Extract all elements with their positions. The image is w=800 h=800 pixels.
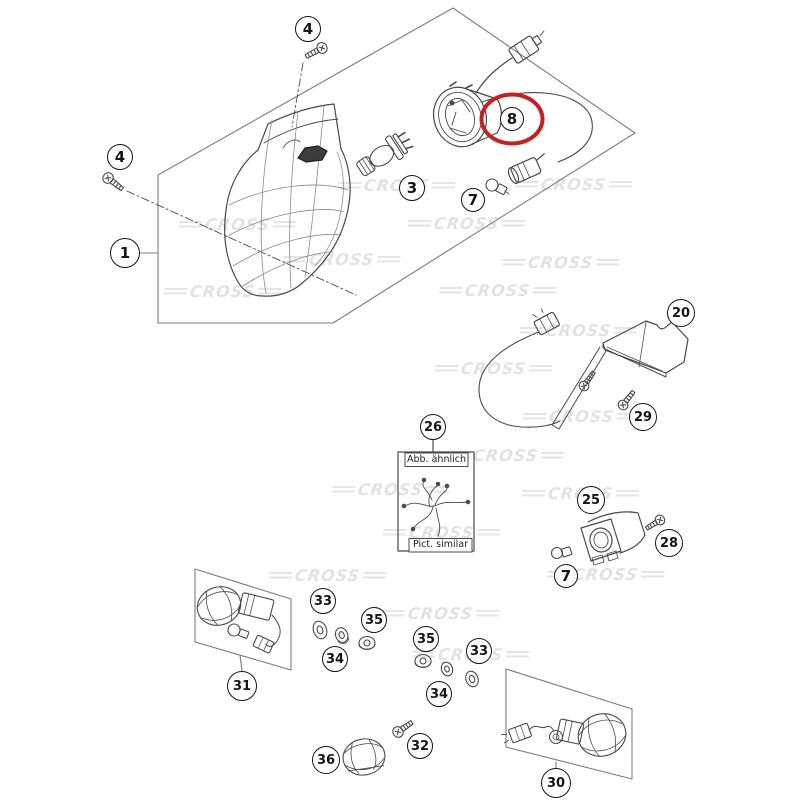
- nut-34-left: [334, 627, 349, 645]
- headlight-group-box: [139, 7, 636, 324]
- washer-33-left: [312, 620, 328, 640]
- connector-2pin: [508, 34, 543, 64]
- turn-signal-right: [500, 713, 627, 757]
- tail-light-stem: [551, 346, 607, 430]
- socket-loop-wire: [481, 92, 593, 163]
- tail-light-connector: [532, 308, 560, 336]
- h4-bulb: [356, 131, 414, 177]
- turn-signal-right-box: [505, 668, 633, 780]
- parking-bulb-rear: [550, 546, 573, 560]
- headlight-mask: [224, 103, 351, 297]
- info-box-bottom-label: Pict. similar: [413, 539, 468, 551]
- washer-34-right: [440, 661, 454, 677]
- license-plate-light: [580, 511, 646, 566]
- tail-light-wire: [478, 331, 561, 428]
- turn-signal-left-box: [194, 568, 292, 672]
- socket-inner-detail: [447, 99, 471, 134]
- socket-wire: [475, 57, 513, 94]
- mask-bracket: [297, 145, 328, 163]
- wiring-harness-sketch: [401, 477, 471, 537]
- screw-29-b: [617, 389, 636, 411]
- screw-32: [392, 720, 414, 738]
- screw-4-top: [291, 42, 328, 128]
- nut-35-left: [358, 635, 376, 651]
- headlight-socket: [432, 30, 593, 185]
- info-box-top-label: Abb. ähnlich: [407, 453, 466, 465]
- turn-signal-left: [196, 586, 281, 654]
- parking-bulb-front: [485, 178, 510, 196]
- rubber-boot: [507, 153, 545, 185]
- info-box: [397, 439, 475, 553]
- screw-28: [644, 514, 666, 531]
- washer-33-right: [465, 670, 479, 688]
- nut-35-right: [414, 653, 432, 669]
- screw-4-left: [102, 172, 357, 296]
- screw-29-a: [578, 370, 596, 392]
- signal-lens: [342, 738, 386, 776]
- mask-contour-lines: [225, 105, 349, 294]
- tail-light: [478, 308, 689, 430]
